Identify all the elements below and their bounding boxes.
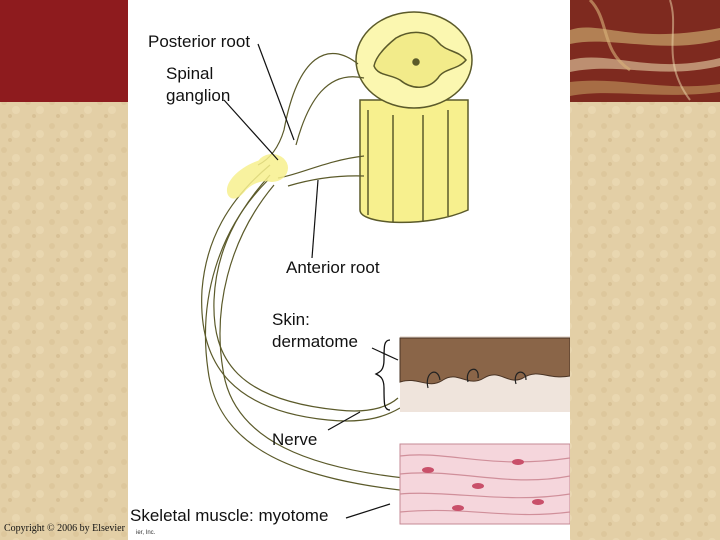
label-spinal-ganglion-line1: Spinal: [166, 64, 214, 83]
decorative-photo-strip: [570, 0, 720, 102]
spinal-cord-segment: [355, 11, 473, 224]
dermatome-myotome-diagram: [201, 11, 570, 525]
nerve-fill: [226, 154, 288, 199]
dermatome-bracket: [374, 339, 391, 411]
skin-sample: [399, 336, 570, 412]
label-spinal-ganglion-line2: ganglion: [166, 86, 231, 105]
copyright-fragment: ier, Inc.: [136, 530, 156, 536]
label-anterior-root: Anterior root: [286, 258, 380, 277]
label-skeletal-muscle-myotome: Skeletal muscle: myotome: [130, 506, 329, 525]
label-dermatome: dermatome: [272, 332, 358, 351]
label-nerve: Nerve: [272, 430, 318, 449]
copyright-text: Copyright © 2006 by Elsevier: [4, 523, 125, 534]
diagram-panel: Posterior root Spinal ganglion Anterior …: [128, 0, 570, 540]
label-posterior-root: Posterior root: [148, 32, 251, 51]
red-header-band-left: [0, 0, 128, 102]
muscle-sample: [399, 443, 570, 525]
leader-lines: [223, 43, 399, 519]
label-skin: Skin:: [272, 310, 310, 329]
